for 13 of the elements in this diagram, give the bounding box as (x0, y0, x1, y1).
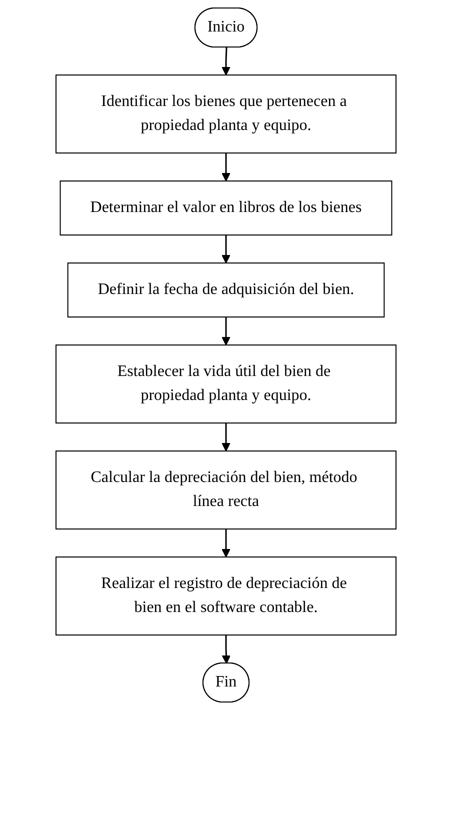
arrow (222, 635, 231, 664)
node-box: Calcular la depreciación del bien, método línea recta (56, 450, 396, 530)
node-box: Definir la fecha de adquisición del bien. (67, 262, 385, 318)
arrow (222, 317, 230, 346)
node-box: Establecer la vida útil del bien de propiedad planta y equipo. (56, 344, 396, 424)
arrow (222, 529, 230, 558)
arrow (222, 423, 230, 452)
arrow (222, 235, 230, 264)
arrow (222, 153, 230, 182)
node-box: Identificar los bienes que pertenecen a propiedad planta y equipo. (56, 74, 396, 154)
node-box: Realizar el registro de depreciación de bien en el software contable. (56, 556, 396, 636)
arrow (222, 47, 230, 76)
node-box: Determinar el valor en libros de los bienes (60, 180, 392, 236)
